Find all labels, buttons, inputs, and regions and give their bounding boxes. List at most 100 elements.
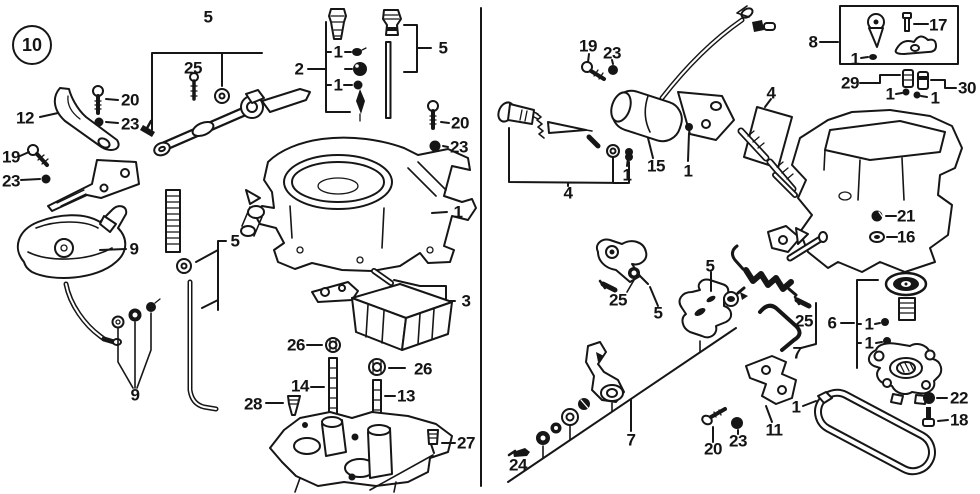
part-callout-25: 25 bbox=[795, 311, 813, 331]
part-callout-23: 23 bbox=[603, 43, 621, 63]
part-callout-1: 1 bbox=[333, 75, 343, 95]
choke-spring bbox=[730, 244, 798, 300]
part-callout-28: 28 bbox=[244, 394, 262, 414]
screw-part-19-right bbox=[581, 53, 606, 81]
link-wire-part-7-right bbox=[758, 295, 817, 352]
float-valve-set-part-4-left bbox=[497, 101, 633, 187]
jets-and-nozzles-parts-26-14-13 bbox=[306, 337, 406, 429]
part-callout-20: 20 bbox=[121, 90, 139, 110]
part-callout-26: 26 bbox=[414, 359, 432, 379]
jet-set-parts-29-30 bbox=[859, 69, 957, 99]
part-callout-29: 29 bbox=[841, 73, 859, 93]
nut-part-22 bbox=[923, 392, 948, 404]
part-callout-1: 1 bbox=[864, 333, 874, 353]
figure-number-badge: 10 bbox=[12, 25, 52, 65]
cutoff-solenoid-part-15 bbox=[610, 5, 776, 167]
part-callout-12: 12 bbox=[16, 108, 34, 128]
part-callout-19: 19 bbox=[579, 36, 597, 56]
part-callout-24: 24 bbox=[509, 455, 527, 475]
part-callout-1: 1 bbox=[864, 314, 874, 334]
part-callout-15: 15 bbox=[647, 156, 665, 176]
part-callout-2: 2 bbox=[294, 59, 304, 79]
grommet-part-21 bbox=[871, 210, 897, 222]
part-callout-26: 26 bbox=[287, 335, 305, 355]
part-callout-4: 4 bbox=[563, 183, 573, 203]
choke-cam-part-5-center bbox=[678, 271, 746, 339]
part-callout-1: 1 bbox=[622, 165, 632, 185]
part-callout-27: 27 bbox=[457, 433, 475, 453]
part-callout-20: 20 bbox=[704, 439, 722, 459]
gasket-sheet-part-4-right bbox=[737, 98, 797, 193]
part-callout-1: 1 bbox=[791, 397, 801, 417]
part-callout-1: 1 bbox=[885, 84, 895, 104]
part-callout-14: 14 bbox=[291, 376, 309, 396]
pump-diaphragm-and-spring bbox=[884, 271, 928, 321]
float-part-9 bbox=[16, 205, 128, 346]
part-callout-20: 20 bbox=[451, 113, 469, 133]
part-callout-1: 1 bbox=[683, 161, 693, 181]
screw-part-19-left bbox=[19, 144, 49, 167]
part-callout-23: 23 bbox=[121, 114, 139, 134]
washer-part-16 bbox=[869, 231, 898, 243]
part-callout-30: 30 bbox=[958, 78, 976, 98]
part-callout-1: 1 bbox=[930, 88, 940, 108]
part-callout-9: 9 bbox=[129, 239, 139, 259]
part-callout-6: 6 bbox=[827, 313, 837, 333]
choke-arm-part-12 bbox=[39, 87, 120, 151]
nut-part-23-left bbox=[20, 174, 51, 184]
nut-part-23-bottomright bbox=[731, 417, 743, 435]
part-callout-19: 19 bbox=[2, 147, 20, 167]
screw-part-27 bbox=[369, 429, 456, 491]
part-callout-23: 23 bbox=[2, 171, 20, 191]
part-callout-18: 18 bbox=[950, 410, 968, 430]
part-callout-7: 7 bbox=[792, 343, 802, 363]
needle-valve-box-part-8 bbox=[819, 5, 959, 65]
part-callout-17: 17 bbox=[929, 15, 947, 35]
clip-pin-part-24 bbox=[507, 448, 530, 457]
part-callout-16: 16 bbox=[897, 227, 915, 247]
air-horn-cover bbox=[767, 109, 963, 273]
stay-plate bbox=[47, 159, 140, 212]
part-callout-8: 8 bbox=[808, 32, 818, 52]
bracket-part-11 bbox=[745, 355, 797, 423]
screw-part-18 bbox=[922, 407, 949, 427]
part-callout-11: 11 bbox=[765, 420, 783, 440]
part-callout-13: 13 bbox=[397, 386, 415, 406]
part-callout-23: 23 bbox=[450, 137, 468, 157]
screw-part-20-bottomright bbox=[701, 407, 727, 443]
part-callout-5: 5 bbox=[653, 303, 663, 323]
pump-body bbox=[868, 342, 943, 405]
throttle-lever-assembly bbox=[153, 88, 311, 157]
part-callout-4: 4 bbox=[766, 83, 776, 103]
part-callout-22: 22 bbox=[950, 388, 968, 408]
float-bowl bbox=[269, 411, 453, 493]
part-callout-1: 1 bbox=[453, 202, 463, 222]
part-callout-5: 5 bbox=[705, 256, 715, 276]
part-callout-9: 9 bbox=[130, 385, 140, 405]
part-callout-7: 7 bbox=[626, 430, 636, 450]
part-callout-5: 5 bbox=[230, 231, 240, 251]
nut-part-23-topleft bbox=[94, 117, 119, 127]
carburetor-body-part-1 bbox=[240, 136, 477, 272]
nut-part-23-right-top bbox=[608, 59, 618, 75]
throttle-link-chain-part-7 bbox=[507, 327, 737, 483]
jet-needle-set-parts-1-2 bbox=[307, 8, 432, 122]
part-callout-1: 1 bbox=[850, 49, 860, 69]
washer-screw-part-25-left bbox=[598, 267, 640, 293]
power-valve-cover-part-3 bbox=[311, 281, 453, 351]
figure-number: 10 bbox=[21, 34, 43, 55]
float-washer-set-part-9 bbox=[111, 298, 161, 389]
screw-part-20-topleft bbox=[92, 85, 119, 115]
pump-rod-set-part-5-left bbox=[165, 189, 227, 412]
bowl-gasket-part-1 bbox=[802, 388, 936, 476]
part-callout-21: 21 bbox=[897, 206, 915, 226]
screw-part-28 bbox=[265, 395, 301, 416]
part-callout-5: 5 bbox=[438, 38, 448, 58]
part-callout-25: 25 bbox=[184, 58, 202, 78]
part-callout-23: 23 bbox=[729, 431, 747, 451]
screw-part-20-mid bbox=[427, 100, 450, 130]
part-callout-25: 25 bbox=[609, 290, 627, 310]
